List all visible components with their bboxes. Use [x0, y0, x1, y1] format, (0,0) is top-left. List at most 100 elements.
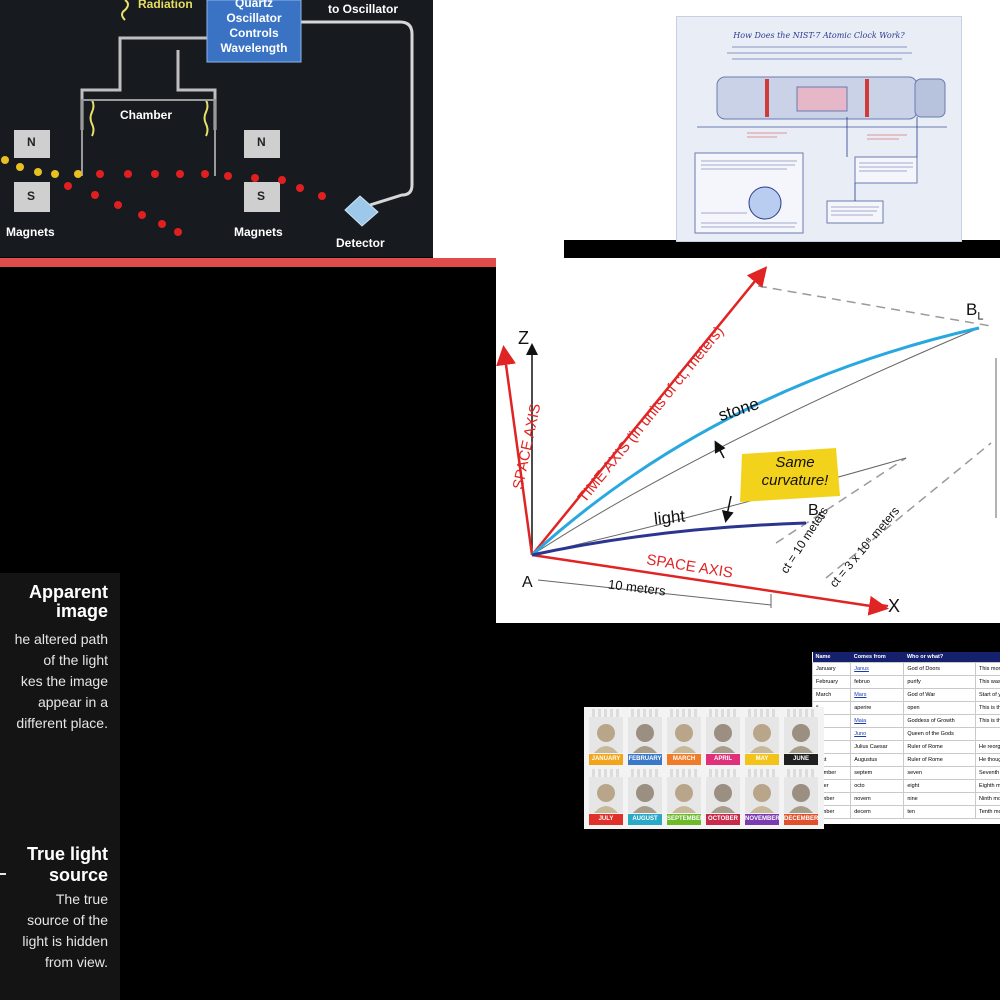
bust-icon	[784, 709, 818, 753]
table-cell: februo	[850, 675, 905, 689]
month-label: SEPTEMBER	[667, 814, 704, 825]
month-label: JANUARY	[589, 754, 623, 765]
table-cell: Start of year for sol	[975, 688, 1000, 702]
month-label: FEBRUARY	[628, 754, 662, 765]
bust-icon	[667, 709, 701, 753]
nist7-cavity	[796, 86, 848, 112]
table-cell: March	[812, 688, 852, 702]
bust-icon	[628, 709, 662, 753]
month-card: MARCH	[666, 709, 702, 767]
radiation-wave-top	[121, 0, 129, 21]
table-cell: octo	[850, 779, 905, 793]
nist7-title: How Does the NIST-7 Atomic Clock Work?	[733, 31, 905, 40]
grey-curve-upper	[531, 327, 980, 556]
bust-icon	[706, 769, 740, 813]
same-curvature-text: Same curvature!	[761, 454, 829, 489]
magnet-right-s-label: S	[257, 189, 266, 203]
month-label: NOVEMBER	[745, 814, 780, 825]
table-cell: This month opens t	[975, 662, 1000, 676]
x-axis-label: X	[888, 596, 901, 616]
guide-top	[757, 285, 992, 327]
table-cell: nine	[903, 792, 976, 806]
atom-beam	[1, 156, 326, 236]
month-label: MARCH	[667, 754, 701, 765]
magnet-right-n-label: N	[257, 135, 266, 149]
radiation-label: Radiation	[138, 0, 193, 11]
apparent-image-title: Apparent image	[28, 582, 108, 621]
guide-bottom	[825, 442, 992, 579]
table-cell: God of Doors	[903, 662, 976, 676]
radiation-wave-left	[89, 99, 95, 137]
table-row: toberoctoeightEighth month (coun	[812, 779, 1000, 793]
light-label: light	[653, 506, 687, 529]
column-header: Comes from	[850, 652, 904, 663]
oscillator-box	[206, 0, 302, 63]
space-axis-vertical-line	[496, 345, 534, 556]
chamber-outline	[81, 99, 216, 176]
table-cell[interactable]: Mars	[850, 688, 905, 702]
table-cell: This was a Roman	[975, 675, 1000, 689]
nist7-connectors	[846, 117, 918, 201]
table-cell: He thought he was	[975, 753, 1000, 767]
table-cell: purify	[903, 675, 976, 689]
wire-detector	[300, 20, 414, 207]
month-card: SEPTEMBER	[666, 769, 704, 827]
nist7-box-b	[826, 200, 884, 224]
table-cell: God of War	[903, 688, 976, 702]
table-cell: septem	[850, 766, 905, 780]
table-row: ilaperireopenThis is the month w	[812, 701, 1000, 715]
nist7-atom	[748, 186, 782, 220]
table-cell[interactable]: Juno	[850, 727, 905, 741]
bust-icon	[784, 769, 818, 813]
origin-a-label: A	[522, 574, 533, 591]
bust-icon	[745, 709, 779, 753]
nist7-illustration: How Does the NIST-7 Atomic Clock Work?	[676, 16, 962, 242]
nist7-laser-a	[765, 79, 769, 117]
magnet-left-n-label: N	[27, 135, 36, 149]
table-cell: seven	[903, 766, 976, 780]
table-cell[interactable]: Maia	[850, 714, 905, 728]
table-cell: novem	[850, 792, 905, 806]
nist7-tube-end	[914, 78, 946, 118]
bl-label: BL	[966, 300, 984, 323]
bust-icon	[745, 769, 779, 813]
nist7-laser-b	[865, 79, 869, 117]
magnet-left-s	[14, 182, 50, 212]
table-cell: ten	[903, 805, 976, 819]
table-cell[interactable]: Janus	[850, 662, 905, 676]
table-cell: Eighth month (coun	[975, 779, 1000, 793]
true-light-body: The true source of the light is hidden f…	[22, 891, 108, 970]
month-label: DECEMBER	[784, 814, 818, 825]
detector-shape	[344, 195, 379, 227]
nist7-scribble-text	[727, 46, 912, 60]
ten-meters-bracket	[537, 579, 772, 606]
apparent-image-body: he altered path of the light kes the ima…	[14, 631, 108, 731]
stone-path	[530, 326, 980, 557]
x-axis-stub	[875, 603, 889, 607]
radiation-wave-right	[203, 99, 209, 137]
table-cell: eight	[903, 779, 976, 793]
detector-label: Detector	[336, 236, 385, 250]
table-cell: open	[903, 701, 976, 715]
magnets-left-label: Magnets	[6, 225, 55, 239]
table-cell: aperire	[850, 701, 905, 715]
guide-mid	[775, 457, 907, 544]
table-cell: Tenth month (coun	[975, 805, 1000, 819]
table-cell: decem	[850, 805, 905, 819]
column-header	[975, 652, 1000, 663]
month-card: JANUARY	[588, 709, 624, 767]
month-label: JULY	[589, 814, 623, 825]
curvature-arrow-up	[714, 440, 726, 459]
space-axis-horizontal-line	[531, 553, 889, 616]
magnet-left-n	[14, 130, 50, 158]
table-cell: This is the month w	[975, 701, 1000, 715]
table-cell	[975, 727, 1000, 741]
